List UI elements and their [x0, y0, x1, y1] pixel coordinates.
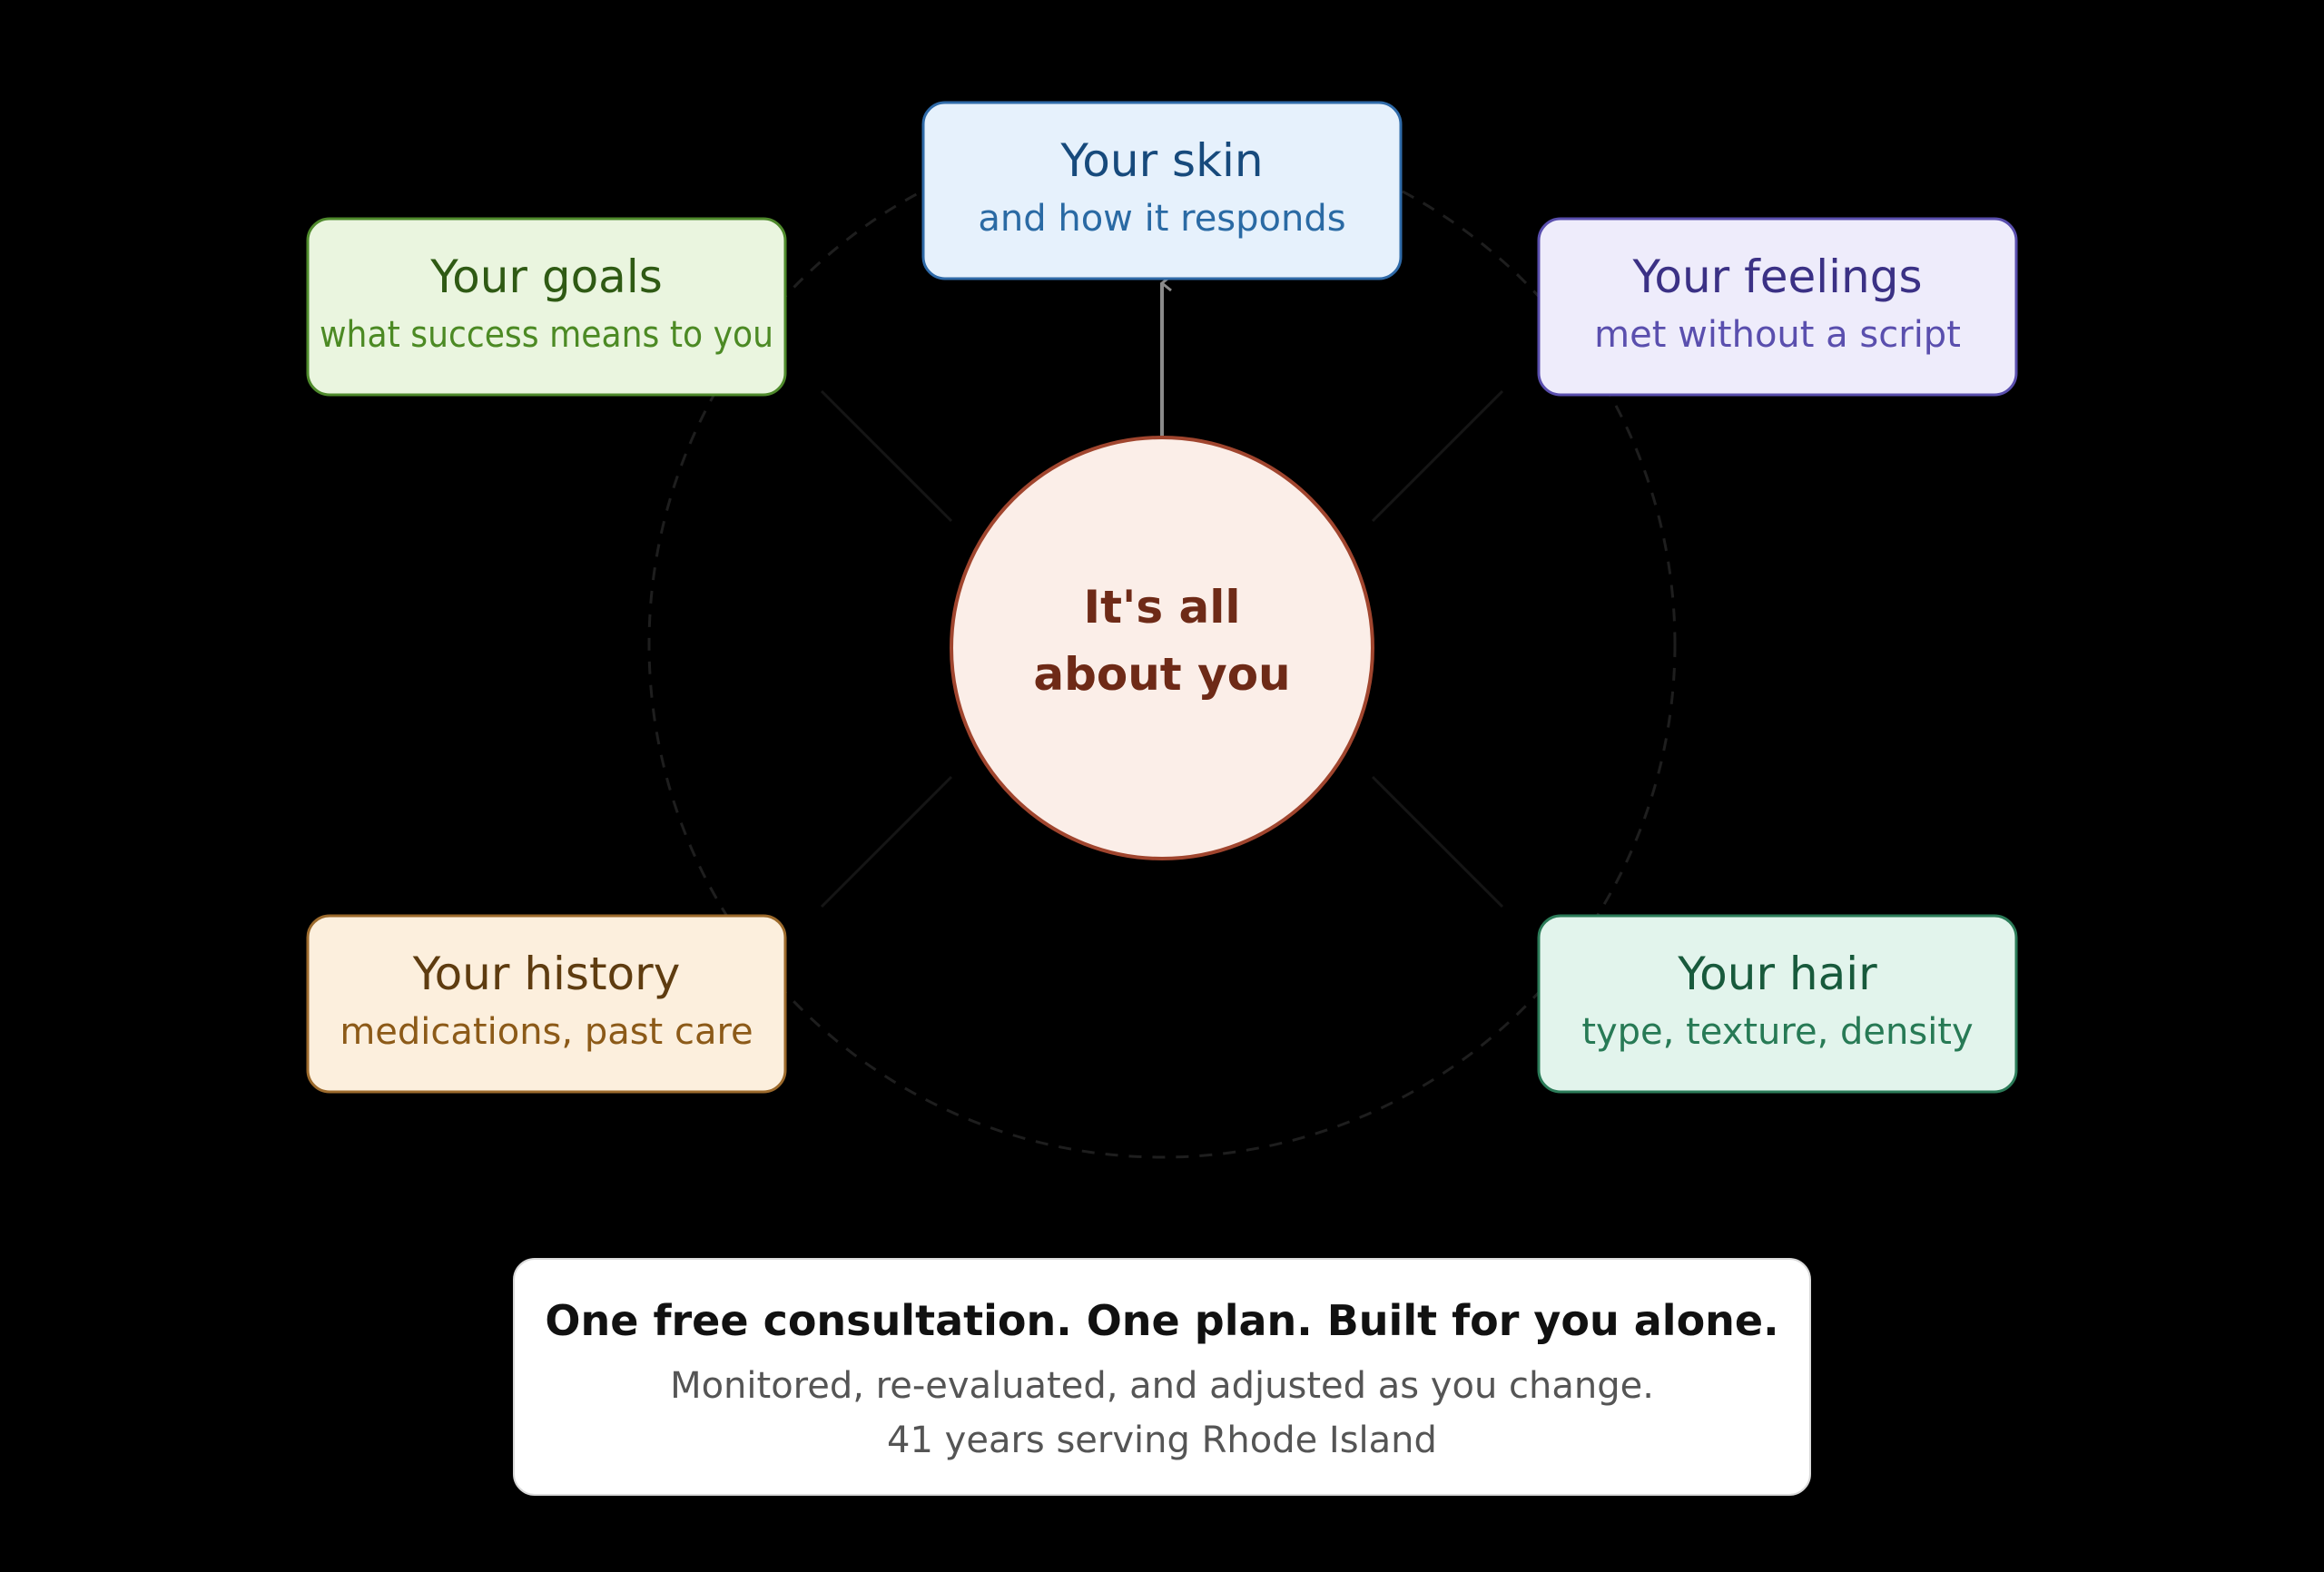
center-node: It's all about you	[950, 436, 1374, 860]
center-circle	[950, 436, 1374, 860]
node-feelings: Your feelings met without a script	[1537, 217, 2018, 397]
connector-goals	[820, 389, 953, 523]
node-goals-title: Your goals	[429, 251, 663, 303]
footer-card: One free consultation. One plan. Built f…	[513, 1258, 1811, 1496]
node-goals-subtitle: what success means to you	[320, 314, 773, 356]
node-feelings-box	[1537, 217, 2018, 397]
node-feelings-title: Your feelings	[1631, 251, 1922, 303]
node-hair-subtitle: type, texture, density	[1581, 1011, 1973, 1053]
connector-hair	[1371, 775, 1504, 909]
footer-headline: One free consultation. One plan. Built f…	[545, 1296, 1779, 1345]
connector-feelings	[1371, 389, 1504, 523]
node-hair: Your hair type, texture, density	[1537, 914, 2018, 1094]
node-history-subtitle: medications, past care	[340, 1011, 753, 1053]
node-skin-title: Your skin	[1059, 134, 1263, 187]
node-skin-box	[921, 101, 1403, 280]
center-label-line2: about you	[1033, 648, 1290, 701]
node-feelings-subtitle: met without a script	[1594, 314, 1961, 356]
connector-history	[820, 775, 953, 909]
node-hair-title: Your hair	[1677, 948, 1877, 1000]
center-label-line1: It's all	[1084, 581, 1241, 634]
node-history-title: Your history	[412, 948, 681, 1000]
footer-line-years: 41 years serving Rhode Island	[887, 1420, 1437, 1461]
footer-line-monitored: Monitored, re-evaluated, and adjusted as…	[670, 1365, 1654, 1407]
node-history: Your history medications, past care	[306, 914, 787, 1094]
node-goals-box	[306, 217, 787, 397]
node-history-box	[306, 914, 787, 1094]
node-hair-box	[1537, 914, 2018, 1094]
node-skin-subtitle: and how it responds	[978, 198, 1345, 240]
node-skin: Your skin and how it responds	[921, 101, 1403, 280]
node-goals: Your goals what success means to you	[306, 217, 787, 397]
